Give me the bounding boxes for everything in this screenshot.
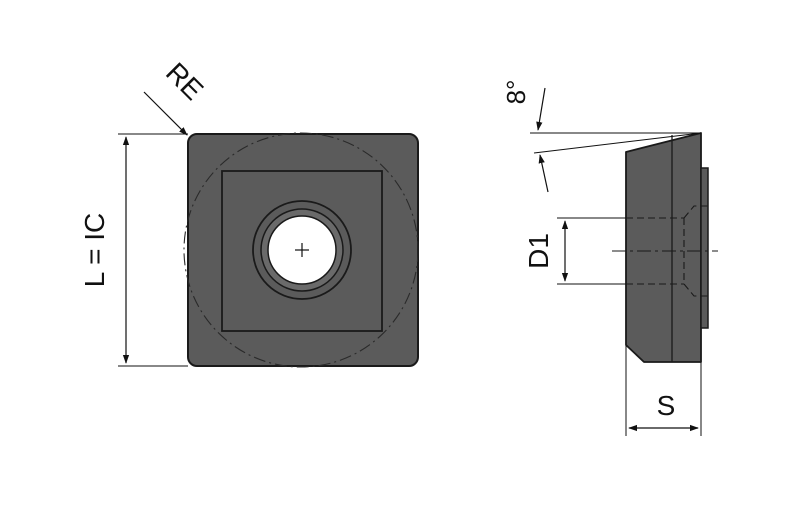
length-dimension xyxy=(118,133,188,367)
d1-label: D1 xyxy=(523,233,554,269)
thickness-dimension xyxy=(625,345,702,436)
hidden-hole-lines xyxy=(626,205,708,297)
re-leader-arrow xyxy=(143,91,188,136)
d1-dimension xyxy=(557,217,626,285)
re-label: RE xyxy=(160,57,209,106)
insert-side-profile xyxy=(625,132,702,363)
angle-dimension xyxy=(530,87,702,193)
front-view: RE L = IC xyxy=(79,57,419,368)
side-view: D1 8° S xyxy=(501,80,718,436)
length-label: L = IC xyxy=(79,213,110,287)
inscribed-circle xyxy=(183,132,419,368)
back-boss xyxy=(700,167,709,329)
center-mark xyxy=(295,243,309,257)
angle-label: 8° xyxy=(501,80,531,105)
thickness-label: S xyxy=(657,390,676,421)
